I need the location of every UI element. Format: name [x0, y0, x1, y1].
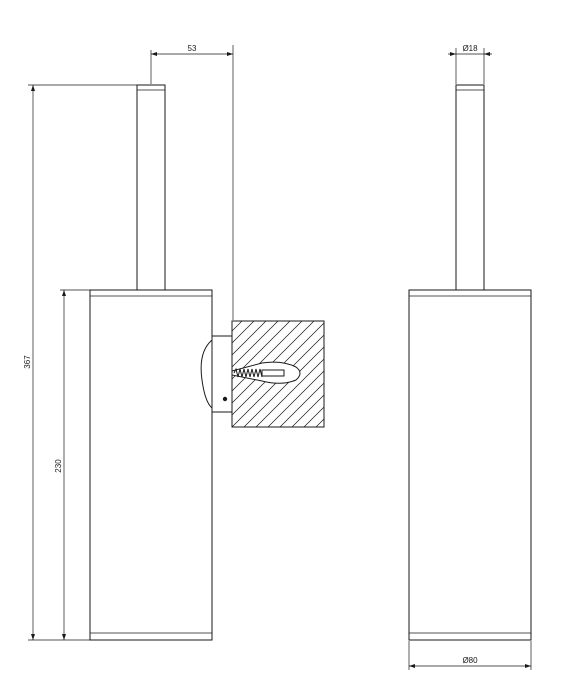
hatch-line — [232, 321, 267, 356]
hatch-line — [267, 370, 324, 427]
screw-thread — [233, 367, 263, 378]
wall-section — [231, 320, 325, 428]
brush-handle-front — [455, 84, 485, 291]
hatch-line — [303, 406, 324, 427]
holder-body — [89, 289, 213, 641]
dimension-53: 53 — [150, 44, 234, 320]
dimension-230: 230 — [54, 289, 90, 640]
brush-handle — [136, 84, 166, 291]
hatch-line — [279, 382, 324, 427]
dimension-label-diameter-80: Ø80 — [462, 656, 478, 665]
fixing-screw-head — [222, 396, 228, 402]
dimension-diameter-80: Ø80 — [408, 641, 532, 670]
dimension-label-367: 367 — [23, 355, 32, 369]
hatch-line — [232, 321, 279, 368]
dimension-label-230: 230 — [54, 459, 63, 473]
hatch-line — [232, 321, 255, 344]
side-view — [89, 84, 325, 641]
hatch-line — [291, 394, 324, 427]
dimension-label-53: 53 — [188, 44, 197, 53]
hatch-line — [255, 358, 324, 427]
dimension-label-diameter-18: Ø18 — [462, 44, 478, 53]
screw — [233, 367, 285, 378]
dimension-diameter-18: Ø18 — [448, 44, 492, 84]
hatch-line — [315, 418, 324, 427]
front-view — [408, 84, 532, 641]
dimension-367: 367 — [23, 84, 137, 641]
screw-shank — [261, 369, 285, 377]
wall-bracket — [200, 338, 213, 410]
holder-body-front — [408, 289, 532, 641]
